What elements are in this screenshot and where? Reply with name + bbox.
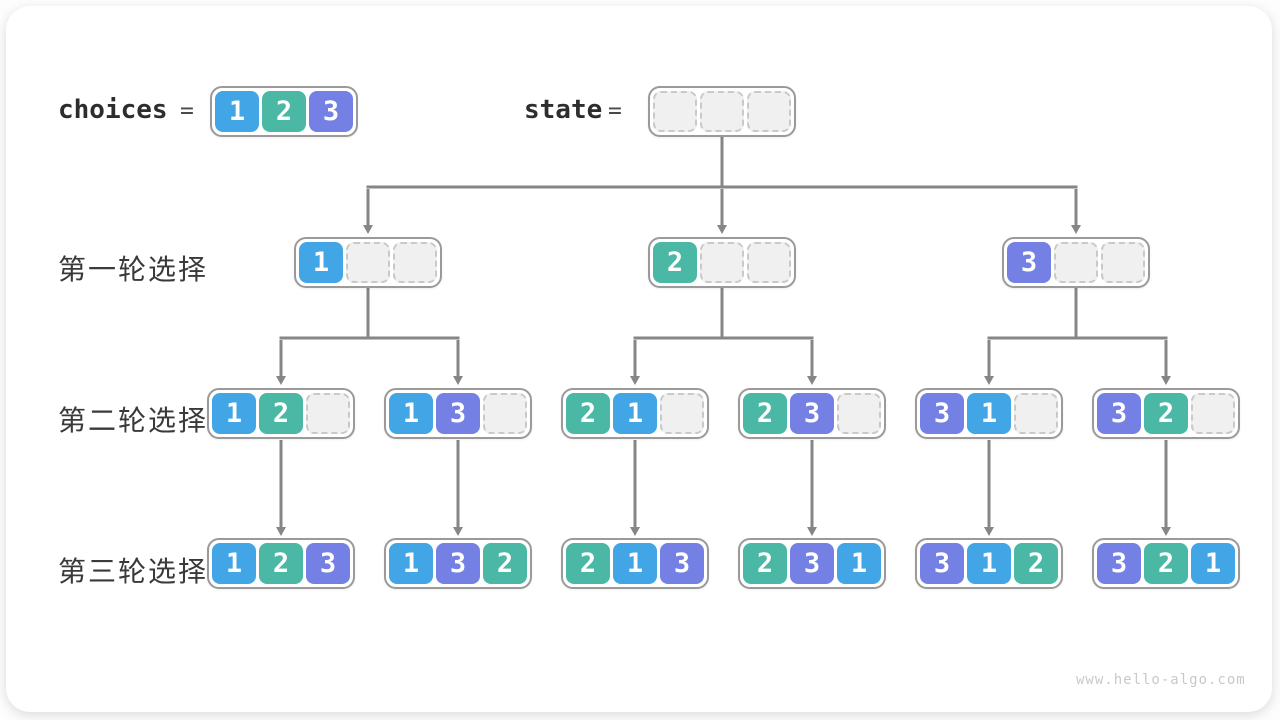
array-cell-empty [747,242,791,283]
state-label: state [524,95,603,125]
array-cell-filled: 3 [790,543,834,584]
array-cell-filled: 2 [262,91,306,132]
array-cell-empty [1191,393,1235,434]
array-cell-filled: 2 [259,393,303,434]
array-cell-filled: 3 [660,543,704,584]
array-cell-empty [346,242,390,283]
array-cell-filled: 3 [1007,242,1051,283]
array-cell-filled: 2 [566,543,610,584]
state-equals: = [608,98,622,124]
row-label-round-3: 第三轮选择 [58,556,209,587]
array-cell-filled: 2 [259,543,303,584]
array-cell-filled: 1 [212,543,256,584]
array-cell-filled: 1 [212,393,256,434]
array-cell-empty [837,393,881,434]
array-cell-empty [653,91,697,132]
array-cell-empty [1054,242,1098,283]
array-cell-filled: 3 [309,91,353,132]
array-cell-filled: 3 [790,393,834,434]
array-cell-empty [1101,242,1145,283]
array-cell-filled: 1 [613,393,657,434]
array-cell-filled: 2 [1144,543,1188,584]
array-cell-filled: 3 [1097,543,1141,584]
array-cell-filled: 2 [743,543,787,584]
array-cell-filled: 2 [653,242,697,283]
choices-equals: = [180,98,194,124]
array-cell-empty [700,242,744,283]
array-cell-filled: 2 [1144,393,1188,434]
row-label-round-1: 第一轮选择 [58,254,209,285]
diagram-card [6,6,1272,712]
array-cell-empty [700,91,744,132]
array-cell-empty [393,242,437,283]
array-cell-empty [1014,393,1058,434]
array-cell-filled: 2 [566,393,610,434]
array-cell-filled: 1 [967,393,1011,434]
array-cell-filled: 2 [743,393,787,434]
array-cell-filled: 3 [436,543,480,584]
array-cell-filled: 3 [436,393,480,434]
array-cell-filled: 1 [967,543,1011,584]
row-label-round-2: 第二轮选择 [58,405,209,436]
array-cell-filled: 3 [306,543,350,584]
array-cell-empty [483,393,527,434]
site-watermark: www.hello-algo.com [1076,672,1246,688]
choices-label: choices [58,95,168,125]
array-cell-filled: 1 [389,543,433,584]
array-cell-filled: 1 [299,242,343,283]
tree-node: 1 [294,237,442,288]
array-cell-filled: 1 [1191,543,1235,584]
array-cell-empty [747,91,791,132]
array-cell-filled: 3 [920,393,964,434]
array-cell-filled: 1 [215,91,259,132]
array-cell-filled: 1 [837,543,881,584]
array-cell-filled: 2 [1014,543,1058,584]
array-cell-filled: 3 [920,543,964,584]
array-cell-filled: 1 [613,543,657,584]
array-cell-empty [660,393,704,434]
array-cell-filled: 3 [1097,393,1141,434]
array-cell-filled: 1 [389,393,433,434]
array-cell-filled: 2 [483,543,527,584]
tree-node: 2 [648,237,796,288]
tree-node: 3 [1002,237,1150,288]
state-array-box [648,86,796,137]
array-cell-empty [306,393,350,434]
